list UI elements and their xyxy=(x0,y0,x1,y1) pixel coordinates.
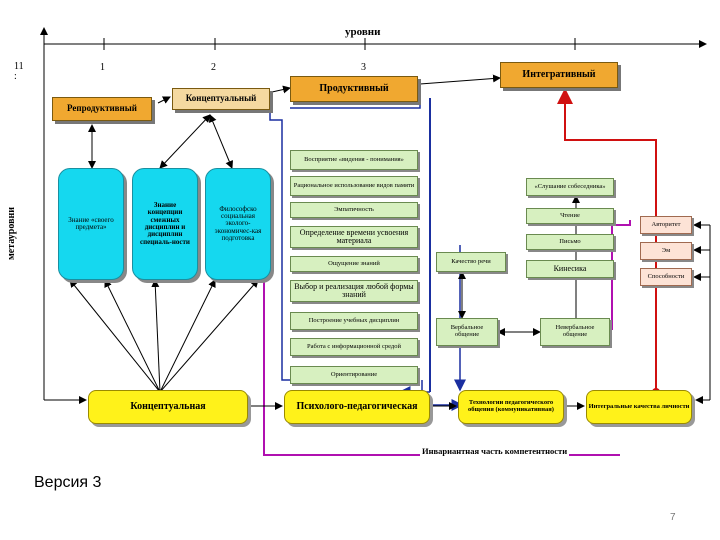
green-box: Рациональное использование видов памяти xyxy=(290,176,418,196)
bottom-integral: Интегральные качества личности xyxy=(586,390,692,424)
green-box: Построение учебных дисциплин xyxy=(290,312,418,330)
level-reproductive: Репродуктивный xyxy=(52,97,152,121)
level-productive: Продуктивный xyxy=(290,76,418,102)
cyan-box-related: Знание концепции смежных дисциплин и дис… xyxy=(132,168,198,280)
axis-mark-1: 1 xyxy=(100,62,105,73)
page-number: 7 xyxy=(670,512,676,523)
invariant-label: Инвариантная часть компетентности xyxy=(420,446,570,456)
green-box: Ориентирование xyxy=(290,366,418,384)
version-label: Версия 3 xyxy=(34,474,102,491)
green-box-writing: Письмо xyxy=(526,234,614,250)
pink-box-em: Эм xyxy=(640,242,692,260)
green-box: Выбор и реализация любой формы знаний xyxy=(290,280,418,302)
green-box-kinesics: Кинесика xyxy=(526,260,614,278)
green-box: Ощущение знаний xyxy=(290,256,418,272)
green-box-listening: «Слушание собеседника» xyxy=(526,178,614,196)
green-box: Определение времени усвоения материала xyxy=(290,226,418,248)
pink-box-abilities: Способности xyxy=(640,268,692,286)
green-box-nonverbal: Невербальное общение xyxy=(540,318,610,346)
green-box-verbal: Вербальное общение xyxy=(436,318,498,346)
bottom-conceptual: Концептуальная xyxy=(88,390,248,424)
green-box-speech: Качество речи xyxy=(436,252,506,272)
bottom-techno: Технологии педагогического общения (комм… xyxy=(458,390,564,424)
level-integrative: Интегративный xyxy=(500,62,618,88)
bottom-psycho: Психолого-педагогическая xyxy=(284,390,430,424)
top-axis-label: уровни xyxy=(345,26,381,38)
green-box: Восприятие «видения - понимания» xyxy=(290,150,418,170)
level-conceptual: Концептуальный xyxy=(172,88,270,110)
green-box-reading: Чтение xyxy=(526,208,614,224)
cyan-box-subject: Знание «своего предмета» xyxy=(58,168,124,280)
green-box: Эмпатичность xyxy=(290,202,418,218)
axis-mark-2: 2 xyxy=(211,62,216,73)
origin-mark: 11 : xyxy=(14,61,24,82)
cyan-box-philosophy: Философско социальная эколого-экономичес… xyxy=(205,168,271,280)
axis-mark-3: 3 xyxy=(361,62,366,73)
pink-box-authority: Авторитет xyxy=(640,216,692,234)
green-box: Работа с информационной средой xyxy=(290,338,418,356)
left-axis-label: метауровни xyxy=(6,206,17,260)
